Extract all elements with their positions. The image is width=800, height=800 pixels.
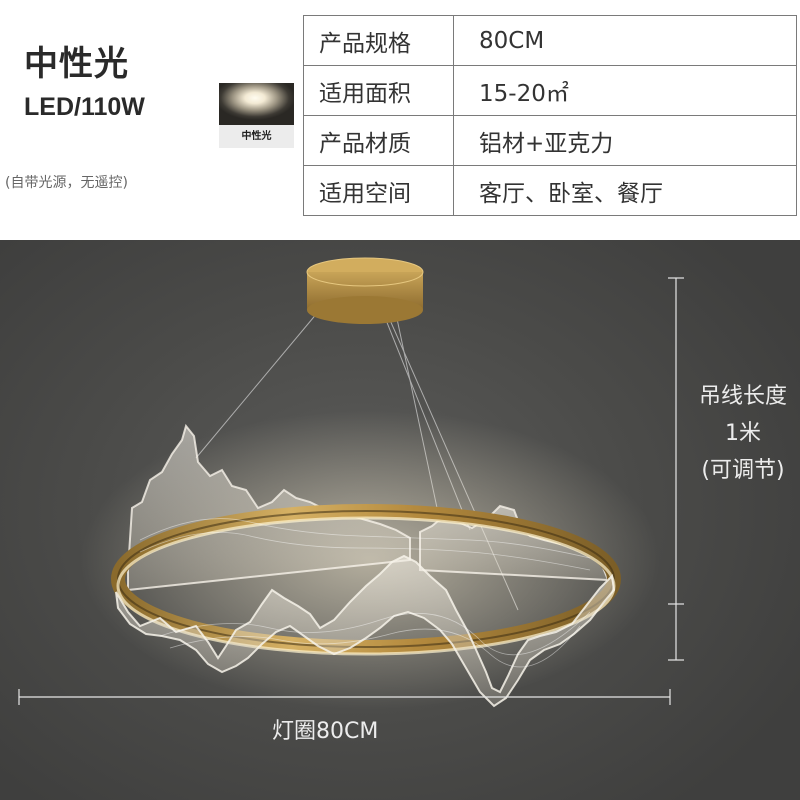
cable-length-value: 1米 (725, 421, 761, 446)
spec-label: 产品规格 (303, 15, 454, 66)
chandelier-illustration (18, 257, 684, 710)
spec-label: 产品材质 (303, 115, 454, 166)
spec-row: 适用空间 客厅、卧室、餐厅 (303, 165, 797, 216)
acrylic-contour-lines (139, 518, 591, 668)
swatch-label: 中性光 (219, 125, 294, 148)
spec-value: 80CM (453, 15, 797, 66)
ring-width-value: 灯圈80CM (272, 719, 379, 744)
spec-table: 产品规格 80CM 适用面积 15-20㎡ 产品材质 铝材+亚克力 适用空间 客… (303, 15, 797, 216)
light-color-title: 中性光 (24, 44, 129, 84)
ceiling-canopy (306, 257, 424, 324)
spec-value: 15-20㎡ (453, 65, 797, 116)
spec-label: 适用面积 (303, 65, 454, 116)
light-power-spec: LED/110W (24, 93, 145, 121)
product-photo: 吊线长度 1米 (可调节) 灯圈80CM (0, 240, 800, 800)
light-glow-icon (219, 83, 294, 125)
spec-label: 适用空间 (303, 165, 454, 216)
cable-adjustable-note: (可调节) (701, 458, 785, 483)
cable-length-label: 吊线长度 1米 (可调节) (688, 378, 798, 489)
spec-row: 产品规格 80CM (303, 15, 797, 66)
gold-light-ring (111, 504, 621, 656)
cable-length-title: 吊线长度 (698, 384, 787, 409)
spec-row: 适用面积 15-20㎡ (303, 65, 797, 116)
spec-value: 铝材+亚克力 (453, 115, 797, 166)
ring-width-label: 灯圈80CM (272, 713, 378, 745)
spec-value: 客厅、卧室、餐厅 (453, 165, 797, 216)
spec-row: 产品材质 铝材+亚克力 (303, 115, 797, 166)
light-source-note: (自带光源，无遥控) (5, 175, 128, 191)
ring-width-dimension-line (18, 689, 671, 705)
acrylic-mountains-back (127, 423, 610, 592)
spec-header: 中性光 LED/110W (自带光源，无遥控) 中性光 产品规格 80CM 适用… (0, 0, 800, 240)
light-color-swatch: 中性光 (219, 83, 294, 148)
acrylic-mountains-front (115, 554, 616, 708)
cable-length-dimension-line (668, 277, 684, 661)
